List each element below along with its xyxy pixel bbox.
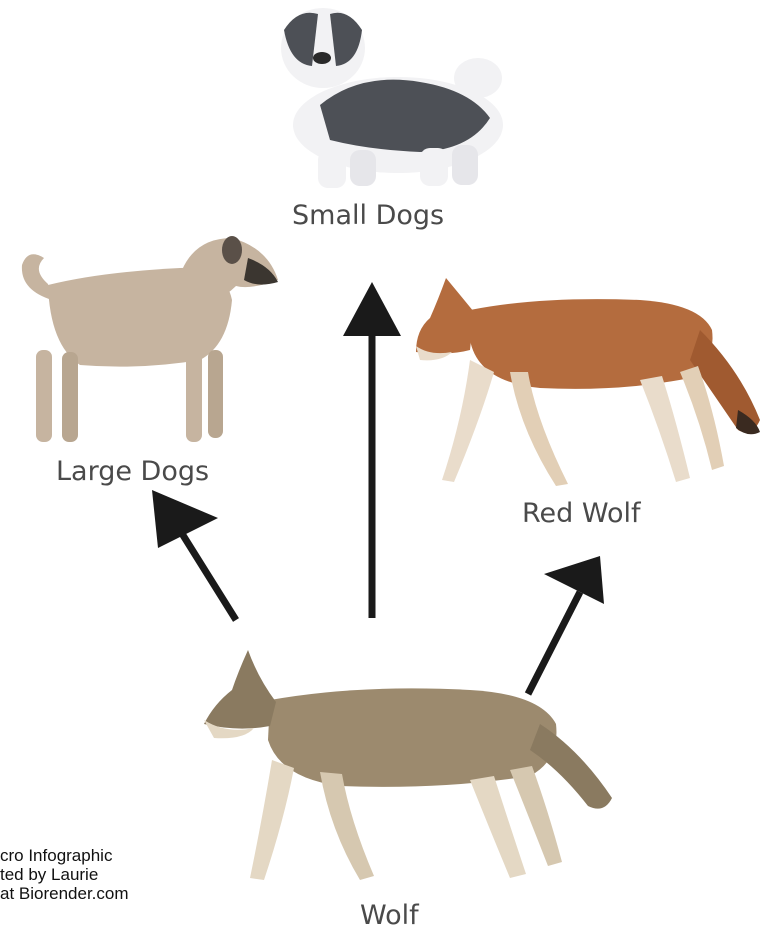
label-red-wolf: Red Wolf	[522, 498, 641, 529]
wolf-illustration	[204, 650, 612, 880]
credit-line-3: at Biorender.com	[0, 884, 129, 903]
arrow-wolf-to-large-dogs	[152, 490, 236, 620]
arrow-wolf-to-small-dogs	[343, 282, 401, 618]
credit-line-1: cro Infographic	[0, 846, 129, 865]
red-wolf-illustration	[416, 278, 760, 486]
arrow-wolf-to-red-wolf	[528, 556, 604, 694]
label-large-dogs: Large Dogs	[56, 456, 209, 487]
small-dog-illustration	[281, 8, 503, 188]
credit-text: cro Infographic ted by Laurie at Biorend…	[0, 846, 129, 903]
large-dog-illustration	[22, 236, 278, 442]
label-small-dogs: Small Dogs	[292, 200, 444, 231]
credit-line-2: ted by Laurie	[0, 865, 129, 884]
label-wolf: Wolf	[360, 900, 419, 931]
